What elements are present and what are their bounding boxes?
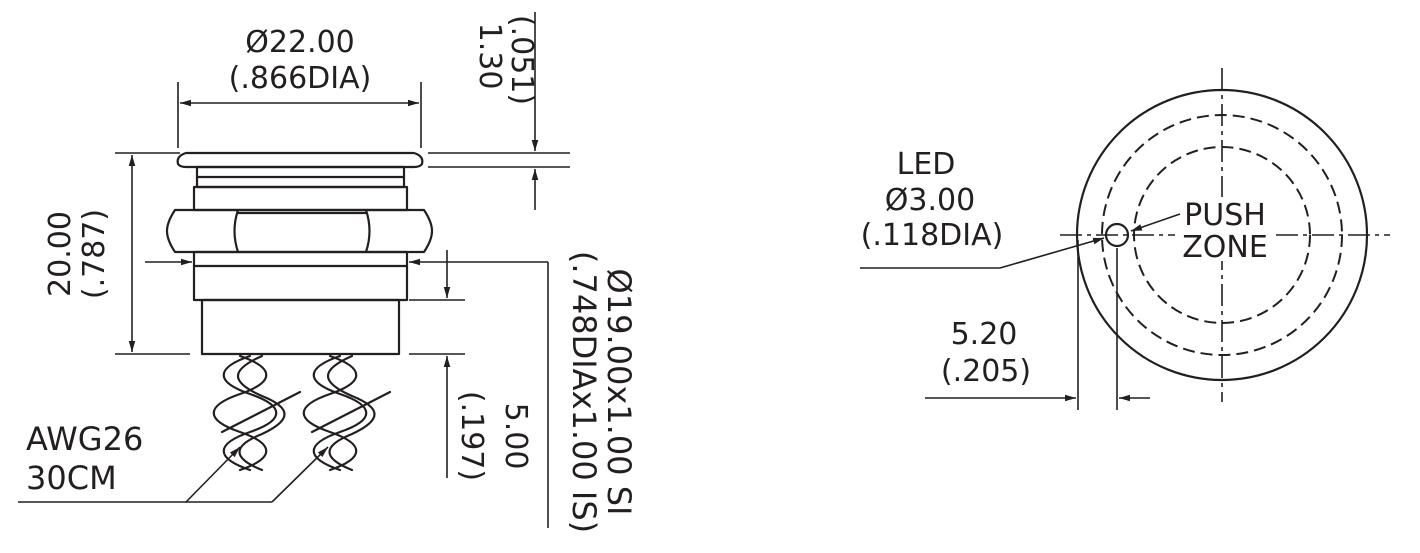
inner-ring [1101, 114, 1343, 356]
outer-bezel [1075, 88, 1369, 382]
dim-thread-length-value: 5.00 [498, 403, 533, 470]
dim-led-offset: 5.20 (.205) [925, 240, 1150, 410]
dim-led-offset-value: 5.20 [951, 317, 1018, 352]
wire-pair-left [212, 354, 286, 472]
dim-thread-value: Ø19.00x1.00 SI [600, 269, 638, 516]
dim-height: 20.00 (.787) [43, 152, 190, 355]
dim-thread: (.748DIAx1.00 IS) Ø19.00x1.00 SI [145, 251, 638, 533]
push-zone-circle [1133, 146, 1311, 324]
wire-gauge: AWG26 [26, 420, 143, 458]
top-view: PUSH ZONE LED Ø3.00 (.118DIA) 5.20 (.205… [860, 68, 1390, 410]
led-diameter-value: Ø3.00 [885, 183, 975, 218]
led-title: LED [897, 147, 956, 182]
dim-thread-inch: (.748DIAx1.00 IS) [565, 251, 603, 533]
dim-cap-thickness-inch: (.051) [504, 15, 539, 105]
dim-top-diameter-value: Ø22.00 [245, 25, 355, 60]
dim-thread-length-inch: (.197) [454, 391, 489, 481]
push-zone-line2: ZONE [1182, 230, 1268, 265]
dim-top-diameter-inch: (.866DIA) [229, 61, 372, 96]
led-diameter-inch: (.118DIA) [861, 218, 1004, 253]
wire-length: 30CM [26, 459, 117, 497]
button-cap [176, 151, 424, 169]
wire-callout: AWG26 30CM [18, 420, 329, 503]
dim-thread-length: (.197) 5.00 [409, 250, 533, 481]
led-indicator [1104, 222, 1130, 248]
wire-pair-right [302, 354, 376, 472]
dim-height-inch: (.787) [77, 209, 112, 299]
dim-cap-thickness: 1.30 (.051) [428, 12, 570, 210]
dim-led-offset-inch: (.205) [941, 354, 1031, 389]
hex-nut [165, 208, 434, 254]
dim-height-value: 20.00 [43, 211, 78, 297]
dim-cap-thickness-value: 1.30 [472, 23, 507, 90]
side-view: Ø22.00 (.866DIA) 1.30 (.051) 20.00 (.787… [18, 12, 638, 533]
dim-top-diameter: Ø22.00 (.866DIA) [177, 25, 422, 148]
button-body [200, 298, 401, 356]
push-zone-line1: PUSH [1184, 198, 1266, 233]
